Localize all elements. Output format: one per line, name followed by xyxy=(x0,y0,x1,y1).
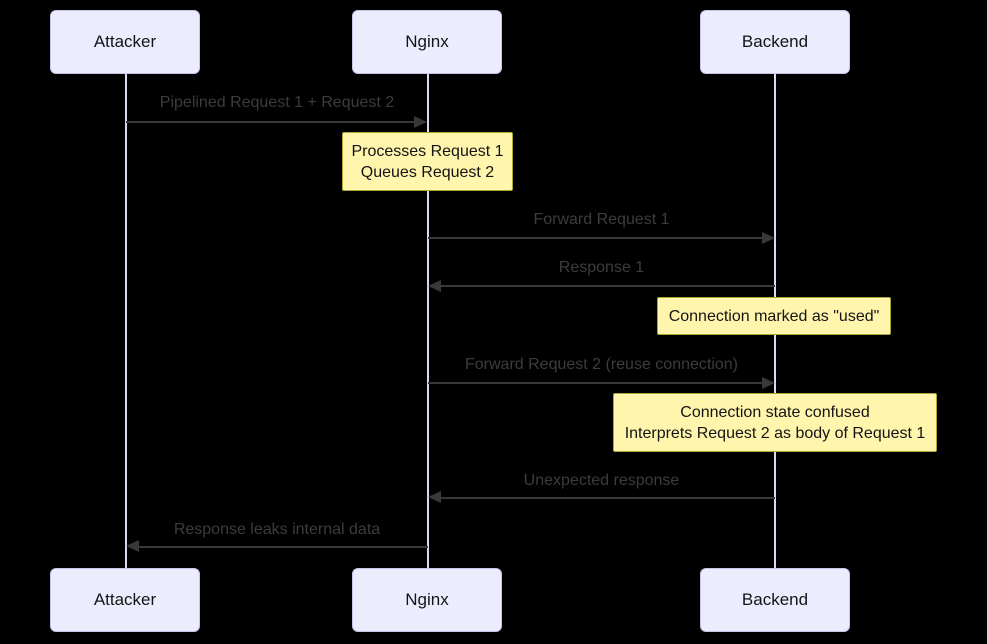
message-label-pipelined-request: Pipelined Request 1 + Request 2 xyxy=(159,94,395,111)
actor-attacker-bottom: Attacker xyxy=(50,568,200,632)
lifeline-attacker xyxy=(125,74,127,568)
note-connection-marked-used: Connection marked as "used" xyxy=(657,297,891,335)
note-line: Connection state confused xyxy=(680,403,870,421)
message-label-unexpected-response: Unexpected response xyxy=(523,472,680,489)
arrowhead-left-icon xyxy=(428,491,441,503)
actor-backend-label: Backend xyxy=(741,32,809,51)
actor-backend-top: Backend xyxy=(700,10,850,74)
note-line: Processes Request 1 xyxy=(351,142,504,160)
actor-attacker-label: Attacker xyxy=(93,32,157,51)
message-label-response-leaks: Response leaks internal data xyxy=(173,521,381,538)
arrowhead-right-icon xyxy=(762,232,775,244)
arrowhead-right-icon xyxy=(414,116,427,128)
note-connection-state-confused: Connection state confused Interprets Req… xyxy=(613,393,937,452)
lifeline-nginx xyxy=(427,74,429,568)
actor-nginx-bottom: Nginx xyxy=(352,568,502,632)
note-processes-request: Processes Request 1 Queues Request 2 xyxy=(342,132,513,191)
message-label-forward-request-1: Forward Request 1 xyxy=(533,211,670,228)
message-label-forward-request-2: Forward Request 2 (reuse connection) xyxy=(464,356,739,373)
actor-backend-label: Backend xyxy=(741,590,809,609)
arrowhead-left-icon xyxy=(428,280,441,292)
message-line xyxy=(139,546,428,548)
message-label-response-1: Response 1 xyxy=(558,259,645,276)
message-line xyxy=(126,121,415,123)
message-line xyxy=(441,285,775,287)
message-line xyxy=(428,237,762,239)
arrowhead-left-icon xyxy=(126,540,139,552)
message-line xyxy=(428,382,762,384)
message-line xyxy=(441,497,775,499)
actor-nginx-label: Nginx xyxy=(405,590,449,609)
actor-nginx-top: Nginx xyxy=(352,10,502,74)
arrowhead-right-icon xyxy=(762,377,775,389)
note-line: Queues Request 2 xyxy=(360,163,495,181)
actor-nginx-label: Nginx xyxy=(405,32,449,51)
actor-backend-bottom: Backend xyxy=(700,568,850,632)
note-line: Connection marked as "used" xyxy=(668,307,880,325)
actor-attacker-label: Attacker xyxy=(93,590,157,609)
actor-attacker-top: Attacker xyxy=(50,10,200,74)
note-line: Interprets Request 2 as body of Request … xyxy=(624,424,926,442)
